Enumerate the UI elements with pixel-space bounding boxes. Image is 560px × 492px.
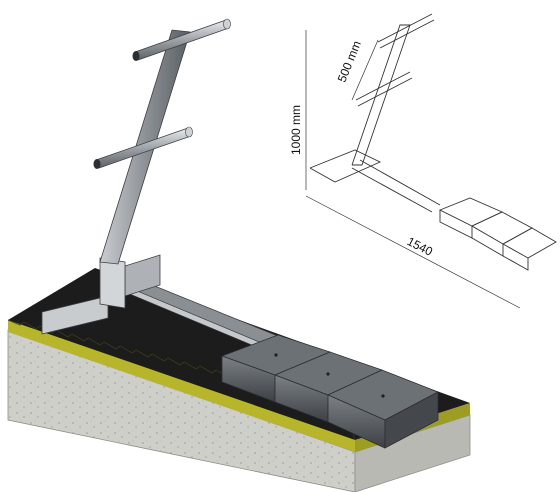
base-bracket: [99, 257, 126, 309]
drawing-block-1: [438, 197, 504, 227]
dim-height-label: 1000 mm: [289, 105, 303, 155]
dim-spacing-label: 500 mm: [335, 39, 364, 84]
counterweight-blocks: [220, 334, 439, 449]
slab-side-face: [354, 414, 471, 492]
guardrail-post: [93, 18, 231, 265]
insulation-layer: [8, 320, 355, 452]
drawing-base: [309, 149, 382, 183]
base-plate-left: [41, 295, 109, 335]
technical-drawing: [305, 13, 557, 309]
dim-line-length: [305, 195, 521, 309]
dim-line-spacing: [351, 39, 379, 101]
dim-length-label: 1540: [405, 234, 435, 259]
